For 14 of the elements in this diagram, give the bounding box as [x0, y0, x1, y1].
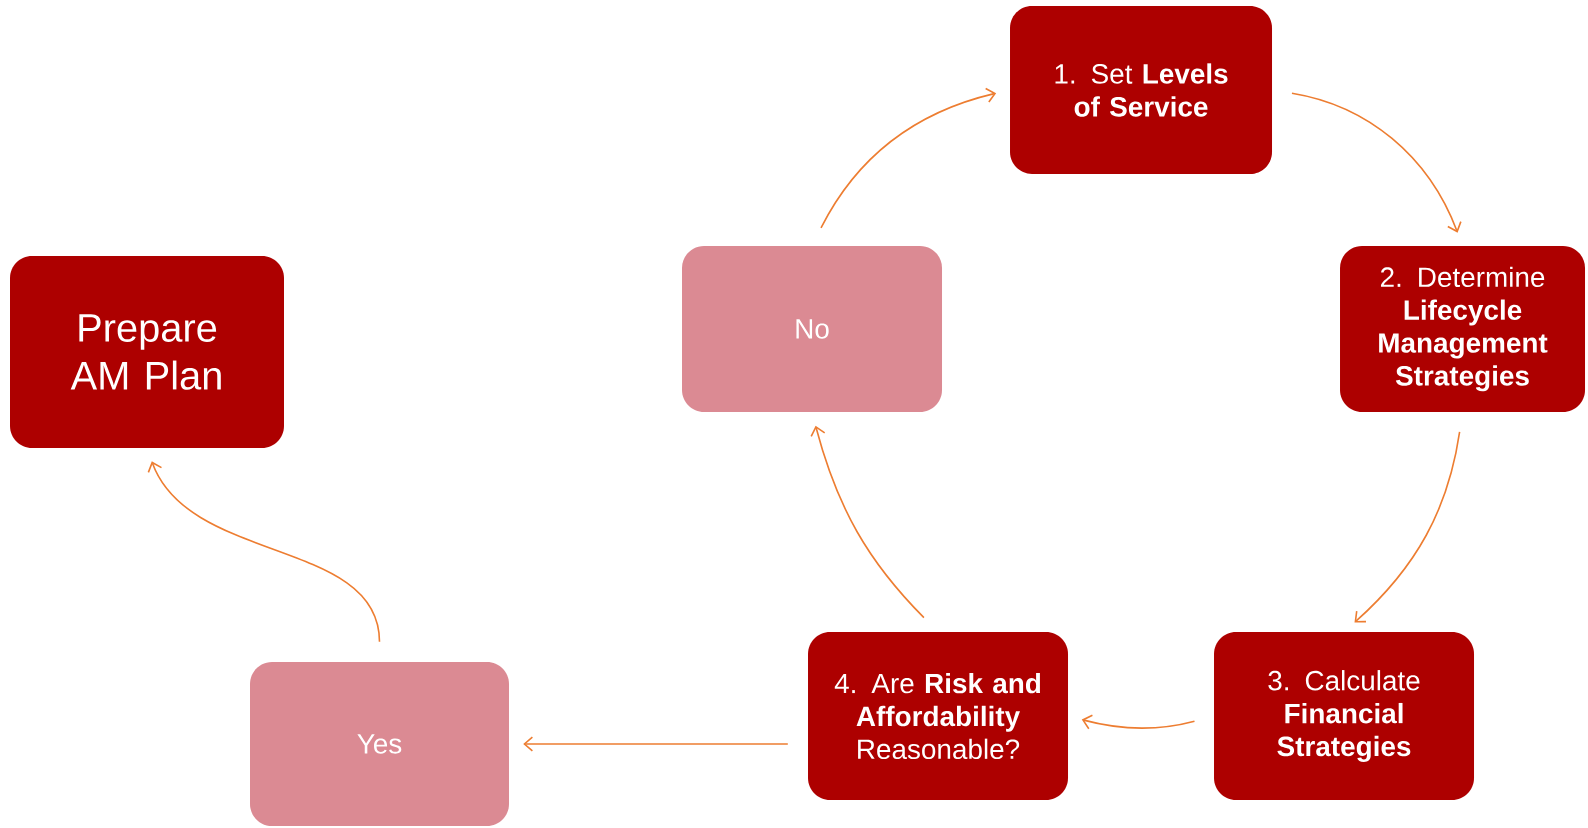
process-box: 1. Set Levels of Service: [1010, 6, 1272, 174]
process-box: 2. Determine Lifecycle Management Strategies: [1340, 246, 1585, 412]
arrow: [820, 87, 997, 229]
arrow: [1354, 431, 1461, 623]
outcome-box: No: [682, 246, 942, 412]
outcome-box: Yes: [250, 662, 509, 826]
arrow: [523, 736, 789, 752]
arrow: [147, 461, 381, 643]
decision-box: 4. Are Risk and Affordability Reasonable?: [808, 632, 1068, 800]
arrow: [1081, 714, 1196, 730]
process-box: 3. Calculate Financial Strategies: [1214, 632, 1474, 800]
arrow: [1291, 92, 1462, 233]
process-box: Prepare AM Plan: [10, 256, 284, 448]
arrow: [810, 425, 925, 619]
